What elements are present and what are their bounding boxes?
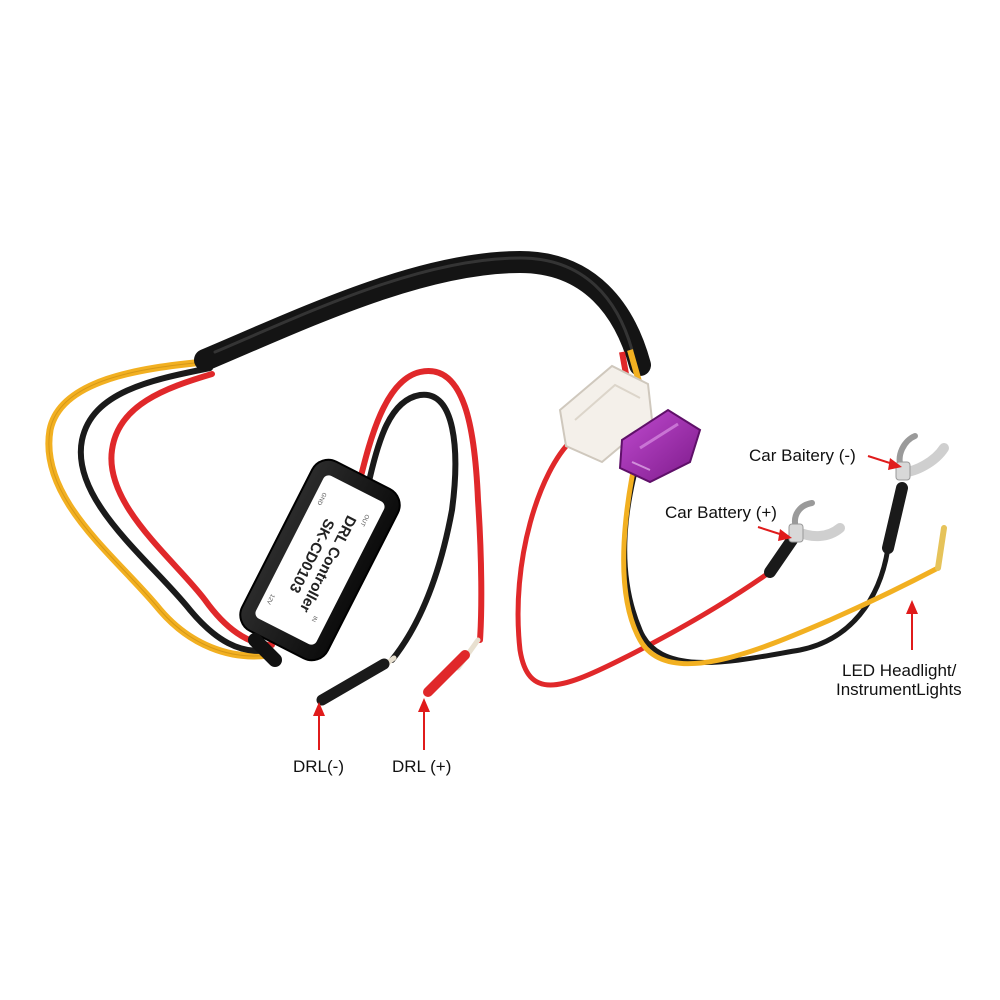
led-headlight-label-line2: InstrumentLights: [836, 680, 962, 699]
drl-negative-wire-tip: [316, 658, 390, 706]
car-battery-negative-label: Car Baitery (-): [749, 446, 856, 465]
red-arrow-icon: [867, 455, 902, 470]
drl-positive-label: DRL (+): [392, 757, 452, 776]
controller-mark-out: OUT: [358, 513, 369, 527]
car-battery-positive-label: Car Battery (+): [665, 503, 777, 522]
red-arrow-icon: [418, 698, 430, 750]
drl-negative-label: DRL(-): [293, 757, 344, 776]
led-headlight-stripped-end: [935, 525, 947, 571]
black-sheathed-cable-highlight: [213, 256, 634, 354]
controller-mark-12v: 12V: [265, 593, 275, 605]
fuse: [618, 408, 702, 484]
black-sheathed-cable: [194, 250, 651, 376]
red-arrow-icon: [906, 600, 918, 650]
yellow-wire-left-loop-outline: [48, 361, 269, 657]
yellow-wire-led-headlight: [621, 427, 941, 667]
controller-mark-gnd: GND: [315, 491, 327, 506]
black-wire-left-loop: [77, 365, 273, 654]
battery-negative-heatshrink: [882, 482, 908, 554]
yellow-wire-left-loop: [45, 358, 272, 660]
controller-mark-in: IN: [310, 615, 318, 623]
fork-terminal-icon: [788, 500, 845, 543]
controller-bottom-cable-end: [248, 633, 282, 667]
red-wire-left-loop: [108, 371, 275, 648]
battery-positive-heatshrink: [764, 534, 798, 578]
red-wire-battery-positive: [515, 437, 773, 688]
fork-terminal-icon: [895, 433, 949, 481]
drl-controller-box: DRL Controller SK-CD0103 OUT IN 12V GND: [239, 458, 401, 662]
black-wire-drl-negative: [365, 391, 459, 663]
red-arrow-icon: [313, 702, 325, 750]
red-wire-drl-positive: [357, 368, 485, 643]
drl-positive-wire-tip: [423, 650, 470, 697]
red-arrow-icon: [757, 526, 792, 541]
led-headlight-label-line1: LED Headlight/: [842, 661, 957, 680]
